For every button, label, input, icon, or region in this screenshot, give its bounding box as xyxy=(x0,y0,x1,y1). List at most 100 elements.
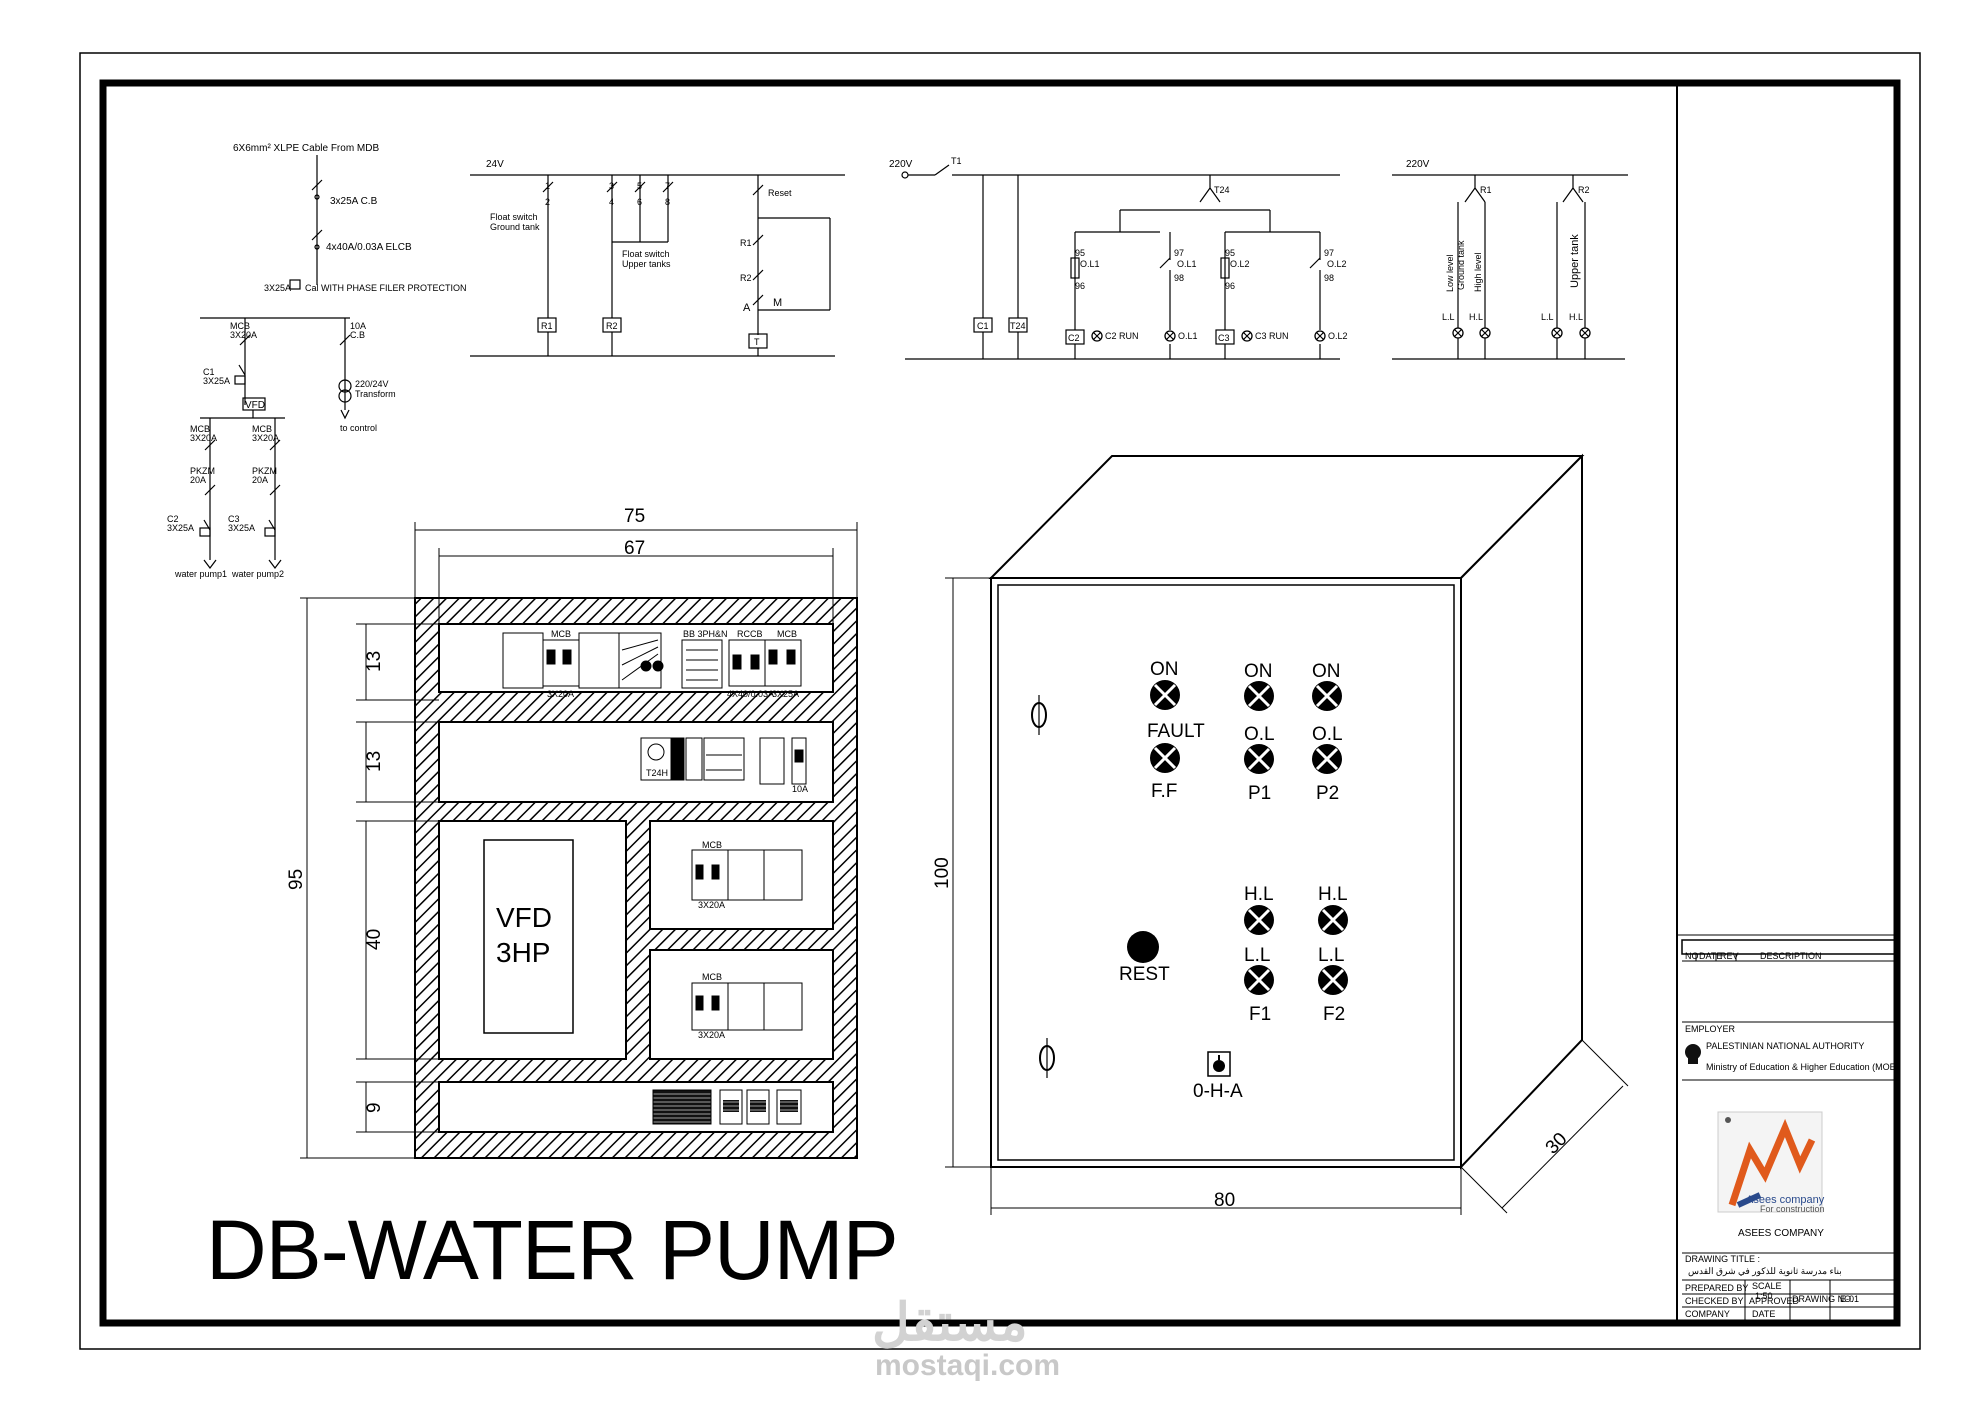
c3-run-label: C3 RUN xyxy=(1255,331,1289,341)
r1-level-label: R1 xyxy=(1480,185,1492,195)
power-220v-circuit xyxy=(901,164,1340,360)
mcb-main-rating: 3X20A xyxy=(230,330,257,340)
rev-desc: DESCRIPTION xyxy=(1760,951,1822,961)
employer-label: EMPLOYER xyxy=(1685,1024,1736,1034)
lamp-ol-2 xyxy=(1310,742,1344,776)
level-220v-labels: 220V R1 R2 Low level Ground tank High le… xyxy=(1406,159,1590,322)
c3-rating: 3X25A xyxy=(228,523,255,533)
row2-devices xyxy=(640,737,807,785)
mcb-main-label: MCB xyxy=(230,321,250,331)
drawing-title: DB-WATER PUMP xyxy=(206,1203,898,1297)
row2-t24h: T24H xyxy=(646,768,668,778)
lamp-p1-label: P1 xyxy=(1248,783,1271,804)
ol2-b-label: O.L2 xyxy=(1327,259,1347,269)
to-control-label: to control xyxy=(340,423,377,433)
c2-run-label: C2 RUN xyxy=(1105,331,1139,341)
pkzm1-rating: 20A xyxy=(190,475,206,485)
drawing-title-label: DRAWING TITLE : xyxy=(1685,1254,1760,1264)
lamp-ll-1-label: L.L xyxy=(1244,945,1270,966)
tb-scale: SCALE xyxy=(1752,1281,1782,1291)
tb-scale-val: 1:50 xyxy=(1755,1291,1773,1301)
ministry-name: Ministry of Education & Higher Education… xyxy=(1706,1062,1899,1072)
c3-coil-label: C3 xyxy=(1218,333,1230,343)
rev-no: NO xyxy=(1685,951,1699,961)
float-ground-label-2: Ground tank xyxy=(490,222,540,232)
dim-width-inner: 67 xyxy=(624,538,645,559)
panel-dimension-labels: 75 67 95 13 13 40 9 xyxy=(286,506,645,1113)
lamp-on-1 xyxy=(1148,678,1182,712)
lamp-hl-2 xyxy=(1316,903,1350,937)
cb10-sub: C.B xyxy=(350,330,365,340)
cb10-label: 10A xyxy=(350,321,366,331)
c2-label: C2 xyxy=(167,514,179,524)
panel-layout: VFD 3HP MCB 3X20A BB 3PH&N RCCB 4X40/0.0… xyxy=(414,597,858,1159)
n96-a: 96 xyxy=(1075,281,1085,291)
dim-row2: 13 xyxy=(364,751,385,772)
enclosure-dim-depth: 30 xyxy=(1542,1129,1572,1159)
phase-prot-tag: 3X25A xyxy=(264,283,291,293)
lamp-ll-2-label: L.L xyxy=(1318,945,1344,966)
company-logo-text: Asees company xyxy=(1746,1194,1825,1206)
hinge-bottom xyxy=(1039,1038,1055,1078)
c3-label: C3 xyxy=(228,514,240,524)
lamp-on-2 xyxy=(1242,679,1276,713)
voltage-24v: 24V xyxy=(486,159,504,170)
dim-row4: 9 xyxy=(364,1102,385,1113)
float-upper-label-2: Upper tanks xyxy=(622,259,671,269)
row1-mcb-a-rating: 3X20A xyxy=(547,689,574,699)
power-220v-labels: 220V T1 T24 C1 T24 95 O.L1 96 97 O.L1 98… xyxy=(889,156,1348,343)
lamp-ol-1 xyxy=(1242,742,1276,776)
contact-1: 1 xyxy=(545,181,550,191)
vfd-text-2: 3HP xyxy=(496,937,550,968)
contact-6: 6 xyxy=(637,197,642,207)
watermark: مستقل mostaqi.com xyxy=(872,1294,1060,1382)
mcb1-rating: 3X20A xyxy=(190,433,217,443)
n95-a: 95 xyxy=(1075,248,1085,258)
lamp-f1-label: F1 xyxy=(1249,1004,1271,1025)
company-name: ASEES COMPANY xyxy=(1738,1228,1824,1239)
single-line-labels: 6X6mm² XLPE Cable From MDB 3x25A C.B 4x4… xyxy=(167,143,467,579)
ground-tank-label: Ground tank xyxy=(1456,240,1466,290)
c2-rating: 3X25A xyxy=(167,523,194,533)
c2-coil-label: C2 xyxy=(1068,333,1080,343)
c1-label: C1 xyxy=(203,367,215,377)
reset-label: REST xyxy=(1119,964,1170,985)
row1-rccb-rating: 4X40/0.03A xyxy=(727,689,774,699)
c1-coil-label: C1 xyxy=(977,321,989,331)
t-coil-label: T xyxy=(754,337,760,347)
t24-label: T24 xyxy=(1214,185,1230,195)
ol1-label: O.L1 xyxy=(1080,259,1100,269)
mcb2-rating: 3X20A xyxy=(252,433,279,443)
row1-rccb: RCCB xyxy=(737,629,763,639)
title-block-text: NO DATE REV DESCRIPTION EMPLOYER PALESTI… xyxy=(1685,951,1899,1319)
pkzm2-label: PKZM xyxy=(252,466,277,476)
phase-prot-label: Cal WITH PHASE FILER PROTECTION xyxy=(305,283,467,293)
lamp-hl-1-label: H.L xyxy=(1244,884,1274,905)
contact-4: 4 xyxy=(609,197,614,207)
ll2-label: L.L xyxy=(1541,312,1554,322)
r1-contact-label: R1 xyxy=(740,238,752,248)
selector-switch[interactable] xyxy=(1207,1051,1231,1077)
cb-label: 3x25A C.B xyxy=(330,196,378,207)
row1-mcb-b-rating: 3X25A xyxy=(772,689,799,699)
reset-button[interactable] xyxy=(1127,931,1159,963)
lamp-fault-label: FAULT xyxy=(1147,721,1205,742)
lamp-on-3 xyxy=(1310,679,1344,713)
tb-checked: CHECKED BY xyxy=(1685,1296,1744,1306)
lamp-on-1-label: ON xyxy=(1150,659,1179,680)
c1-rating: 3X25A xyxy=(203,376,230,386)
row1-devices xyxy=(502,632,802,689)
contact-m-label: M xyxy=(773,297,782,309)
enclosure-labels: ON FAULT F.F ON O.L P1 ON O.L P2 H.L L.L… xyxy=(1119,659,1348,1102)
r1-coil-label: R1 xyxy=(541,321,553,331)
watermark-arabic: مستقل xyxy=(872,1294,1028,1352)
transformer-sub: Transform xyxy=(355,389,396,399)
tb-prepared: PREPARED BY xyxy=(1685,1283,1748,1293)
pkzm2-rating: 20A xyxy=(252,475,268,485)
n98-b: 98 xyxy=(1324,273,1334,283)
reset-contact-label: Reset xyxy=(768,188,792,198)
voltage-220v-power: 220V xyxy=(889,159,913,170)
company-logo: Asees company For construction xyxy=(1717,1111,1825,1214)
rev-date: DATE xyxy=(1699,951,1722,961)
mcb1-label: MCB xyxy=(190,424,210,434)
